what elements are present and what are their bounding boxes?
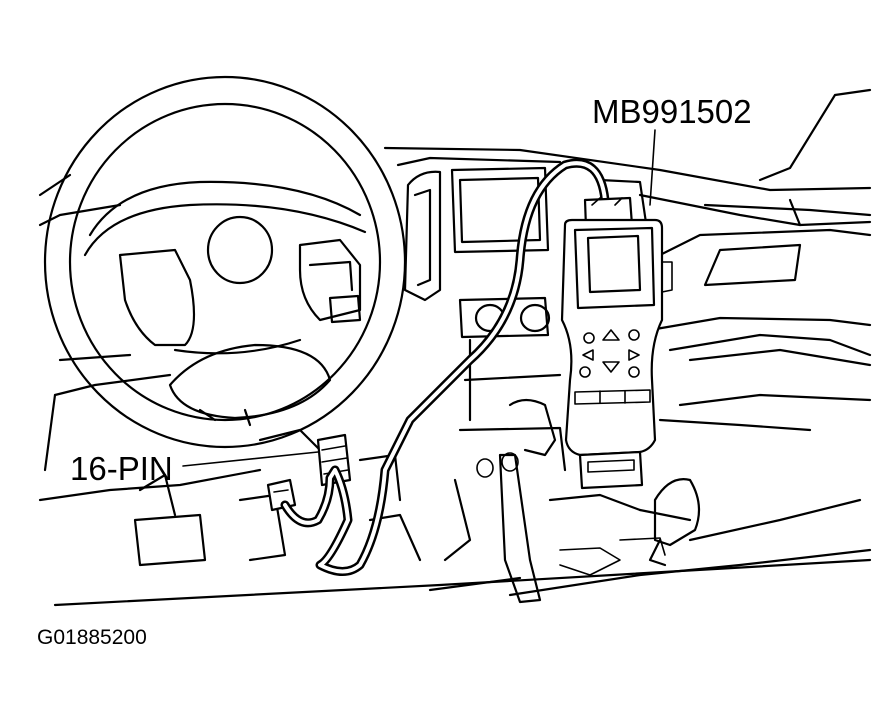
connector-label: 16-PIN	[70, 450, 173, 487]
figure-id: G01885200	[37, 626, 147, 649]
tester-cable	[280, 158, 610, 576]
16-pin-connector	[266, 433, 352, 512]
steering-wheel	[43, 75, 407, 449]
leader-lines	[182, 129, 656, 467]
tester-label: MB991502	[592, 93, 752, 130]
dashboard-outline	[38, 88, 872, 607]
mb991502-tester	[560, 196, 673, 490]
gear-shift	[498, 398, 701, 604]
